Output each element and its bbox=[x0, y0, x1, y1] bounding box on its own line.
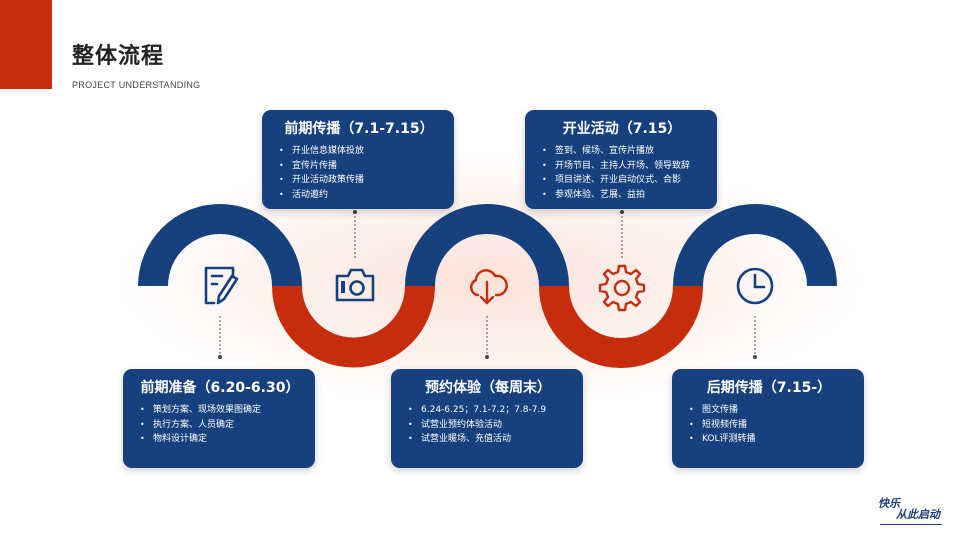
wave-arch-5 bbox=[673, 204, 837, 287]
stage-items: 6.24-6.25；7.1-7.2；7.8-7.9 试营业预约体验活动 试营业暖… bbox=[405, 403, 571, 447]
gear-icon bbox=[598, 264, 646, 312]
list-item: 策划方案、现场效果图确定 bbox=[140, 403, 303, 418]
wave-arch-3 bbox=[405, 204, 569, 287]
wave-arch-2 bbox=[272, 285, 435, 368]
list-item: 6.24-6.25；7.1-7.2；7.8-7.9 bbox=[408, 403, 571, 418]
logo-underline bbox=[880, 524, 942, 525]
list-item: KOL评测转播 bbox=[689, 432, 852, 447]
stage-title: 预约体验（每周末） bbox=[425, 380, 551, 396]
clock-icon bbox=[736, 267, 774, 305]
stage-title: 前期准备（6.20-6.30） bbox=[140, 380, 300, 396]
camera-icon bbox=[335, 268, 375, 302]
wave-arch-4 bbox=[539, 285, 703, 368]
logo-line-2: 从此启动 bbox=[896, 508, 940, 521]
list-item: 开业活动政策传播 bbox=[279, 173, 442, 188]
stage-title: 开业活动（7.15） bbox=[562, 121, 682, 137]
page-subtitle: PROJECT UNDERSTANDING bbox=[72, 80, 201, 90]
list-item: 活动邀约 bbox=[279, 188, 442, 203]
wave-arch-1 bbox=[138, 204, 302, 287]
stage-items: 开业信息媒体投放 宣传片传播 开业活动政策传播 活动邀约 bbox=[276, 144, 442, 202]
brand-logo: 快乐 从此启动 bbox=[878, 497, 942, 525]
pencil-doc-icon bbox=[204, 266, 239, 305]
stage-items: 签到、候场、宣传片播放 开场节目、主持人开场、领导致辞 项目讲述、开业启动仪式、… bbox=[539, 144, 705, 202]
list-item: 参观体验、艺展、益拍 bbox=[542, 188, 705, 203]
stage-card-post-promo: 后期传播（7.15-） 图文传播 短视频传播 KOL评测转播 bbox=[672, 369, 864, 468]
stage-card-opening: 开业活动（7.15） 签到、候场、宣传片播放 开场节目、主持人开场、领导致辞 项… bbox=[525, 110, 717, 209]
list-item: 执行方案、人员确定 bbox=[140, 418, 303, 433]
list-item: 开场节目、主持人开场、领导致辞 bbox=[542, 159, 705, 174]
stage-items: 图文传播 短视频传播 KOL评测转播 bbox=[686, 403, 852, 447]
list-item: 物料设计确定 bbox=[140, 432, 303, 447]
stage-card-experience: 预约体验（每周末） 6.24-6.25；7.1-7.2；7.8-7.9 试营业预… bbox=[391, 369, 583, 468]
logo-line-1: 快乐 bbox=[878, 497, 900, 510]
corner-accent-block bbox=[0, 0, 52, 89]
stage-card-prep: 前期准备（6.20-6.30） 策划方案、现场效果图确定 执行方案、人员确定 物… bbox=[123, 369, 315, 468]
list-item: 签到、候场、宣传片播放 bbox=[542, 144, 705, 159]
page-title: 整体流程 bbox=[72, 44, 165, 69]
list-item: 开业信息媒体投放 bbox=[279, 144, 442, 159]
list-item: 项目讲述、开业启动仪式、合影 bbox=[542, 173, 705, 188]
stage-items: 策划方案、现场效果图确定 执行方案、人员确定 物料设计确定 bbox=[137, 403, 303, 447]
cloud-download-icon bbox=[470, 269, 508, 305]
list-item: 图文传播 bbox=[689, 403, 852, 418]
list-item: 试营业暖场、充值活动 bbox=[408, 432, 571, 447]
list-item: 宣传片传播 bbox=[279, 159, 442, 174]
stage-card-pre-promo: 前期传播（7.1-7.15） 开业信息媒体投放 宣传片传播 开业活动政策传播 活… bbox=[262, 110, 454, 209]
list-item: 试营业预约体验活动 bbox=[408, 418, 571, 433]
list-item: 短视频传播 bbox=[689, 418, 852, 433]
stage-title: 前期传播（7.1-7.15） bbox=[284, 121, 434, 137]
stage-title: 后期传播（7.15-） bbox=[706, 380, 832, 396]
